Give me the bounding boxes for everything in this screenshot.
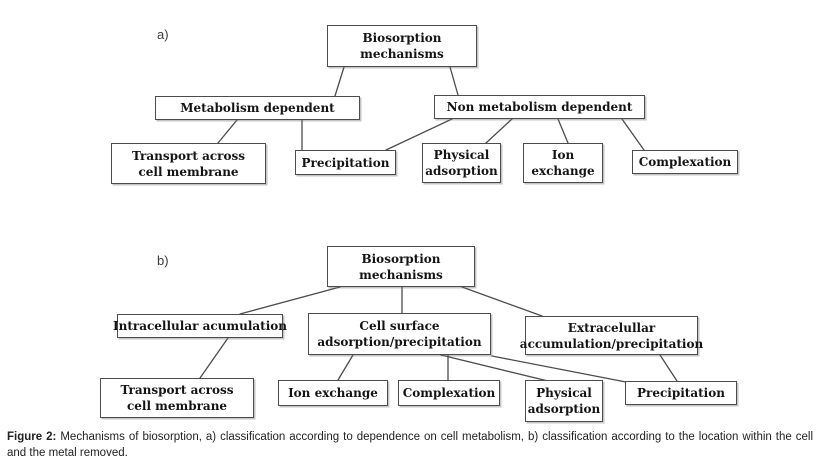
- edge-a-non-metabolism-dependent--complexation: [621, 118, 645, 151]
- node-text-line: Transport across: [120, 383, 234, 397]
- node-text-line: Ion: [551, 148, 575, 162]
- edge-b-biosorption-mechanisms--extracellular-accumulation-precipitation: [461, 286, 543, 317]
- node-text-line: Precipitation: [301, 155, 390, 170]
- diagram-a-label: a): [157, 27, 169, 42]
- figure-caption: Figure 2: Mechanisms of biosorption, a) …: [7, 430, 813, 461]
- node-b-ion-exchange: Ion exchange: [278, 380, 388, 406]
- node-b-intracellular-acumulation: Intracellular acumulation: [113, 314, 287, 338]
- node-text-line: adsorption/precipitation: [317, 335, 482, 349]
- edge-b-cell-surface-adsorption-precipitation--physical-adsorption: [440, 354, 553, 383]
- node-b-precipitation: Precipitation: [625, 381, 737, 405]
- node-text-line: Intracellular acumulation: [113, 319, 287, 333]
- node-text-line: Transport across: [132, 148, 245, 163]
- diagram-b-label: b): [157, 253, 169, 268]
- edge-a-non-metabolism-dependent--precipitation: [385, 118, 453, 151]
- node-text-line: cell membrane: [126, 399, 228, 413]
- node-text-line: mechanisms: [360, 47, 444, 61]
- node-text-line: Physical: [433, 148, 490, 162]
- node-text-line: accumulation/precipitation: [519, 336, 704, 351]
- node-text-line: Ion exchange: [288, 386, 378, 400]
- figure-caption-text: Mechanisms of biosorption, a) classifica…: [7, 431, 814, 459]
- node-text-line: Non metabolism dependent: [446, 100, 633, 114]
- node-a-metabolism-dependent: Metabolism dependent: [155, 96, 360, 120]
- node-text-line: Metabolism dependent: [180, 101, 335, 115]
- edge-a-metabolism-dependent--transport-across-cell-membrane: [217, 119, 238, 144]
- node-text-line: adsorption: [425, 164, 498, 178]
- node-text-line: adsorption: [527, 402, 601, 416]
- edge-a-non-metabolism-dependent--physical-adsorption: [485, 118, 513, 144]
- node-text-line: exchange: [531, 164, 595, 178]
- node-text-line: Biosorption: [362, 31, 442, 45]
- node-a-complexation: Complexation: [632, 150, 738, 174]
- node-text-line: cell membrane: [138, 164, 239, 179]
- node-a-precipitation: Precipitation: [295, 150, 396, 175]
- node-text-line: Physical: [536, 386, 592, 400]
- edge-b-biosorption-mechanisms--intracellular-acumulation: [239, 286, 341, 315]
- edge-b-cell-surface-adsorption-precipitation--precipitation: [491, 355, 627, 383]
- node-text-line: Cell surface: [359, 319, 440, 333]
- node-text-line: Extracelullar: [567, 320, 656, 335]
- node-text-line: Complexation: [638, 155, 732, 169]
- edge-b-cell-surface-adsorption-precipitation--ion-exchange: [337, 354, 354, 381]
- node-a-ion-exchange: Ion exchange: [523, 143, 603, 183]
- edge-a-non-metabolism-dependent--ion-exchange: [557, 118, 569, 144]
- figure-caption-label: Figure 2:: [7, 431, 57, 443]
- node-a-physical-adsorption: Physical adsorption: [422, 143, 501, 183]
- node-a-biosorption-mechanisms: Biosorption mechanisms: [327, 25, 477, 67]
- node-b-physical-adsorption: Physical adsorption: [525, 380, 603, 422]
- node-b-complexation: Complexation: [398, 380, 500, 406]
- edge-a-biosorption-mechanisms--non-metabolism-dependent: [449, 66, 459, 96]
- node-text-line: Biosorption: [361, 251, 441, 266]
- edge-b-intracellular-acumulation--transport-across-cell-membrane: [199, 337, 229, 379]
- node-b-transport-across-cell-membrane: Transport across cell membrane: [100, 378, 254, 418]
- edge-a-biosorption-mechanisms--metabolism-dependent: [334, 66, 345, 97]
- node-b-cell-surface-adsorption-precipitation: Cell surface adsorption/precipitation: [308, 313, 491, 355]
- node-text-line: Precipitation: [637, 386, 725, 400]
- node-a-non-metabolism-dependent: Non metabolism dependent: [434, 95, 645, 119]
- node-text-line: Complexation: [402, 386, 496, 400]
- node-text-line: mechanisms: [359, 267, 443, 282]
- edge-b-extracellular-accumulation-precipitation--precipitation: [659, 354, 678, 382]
